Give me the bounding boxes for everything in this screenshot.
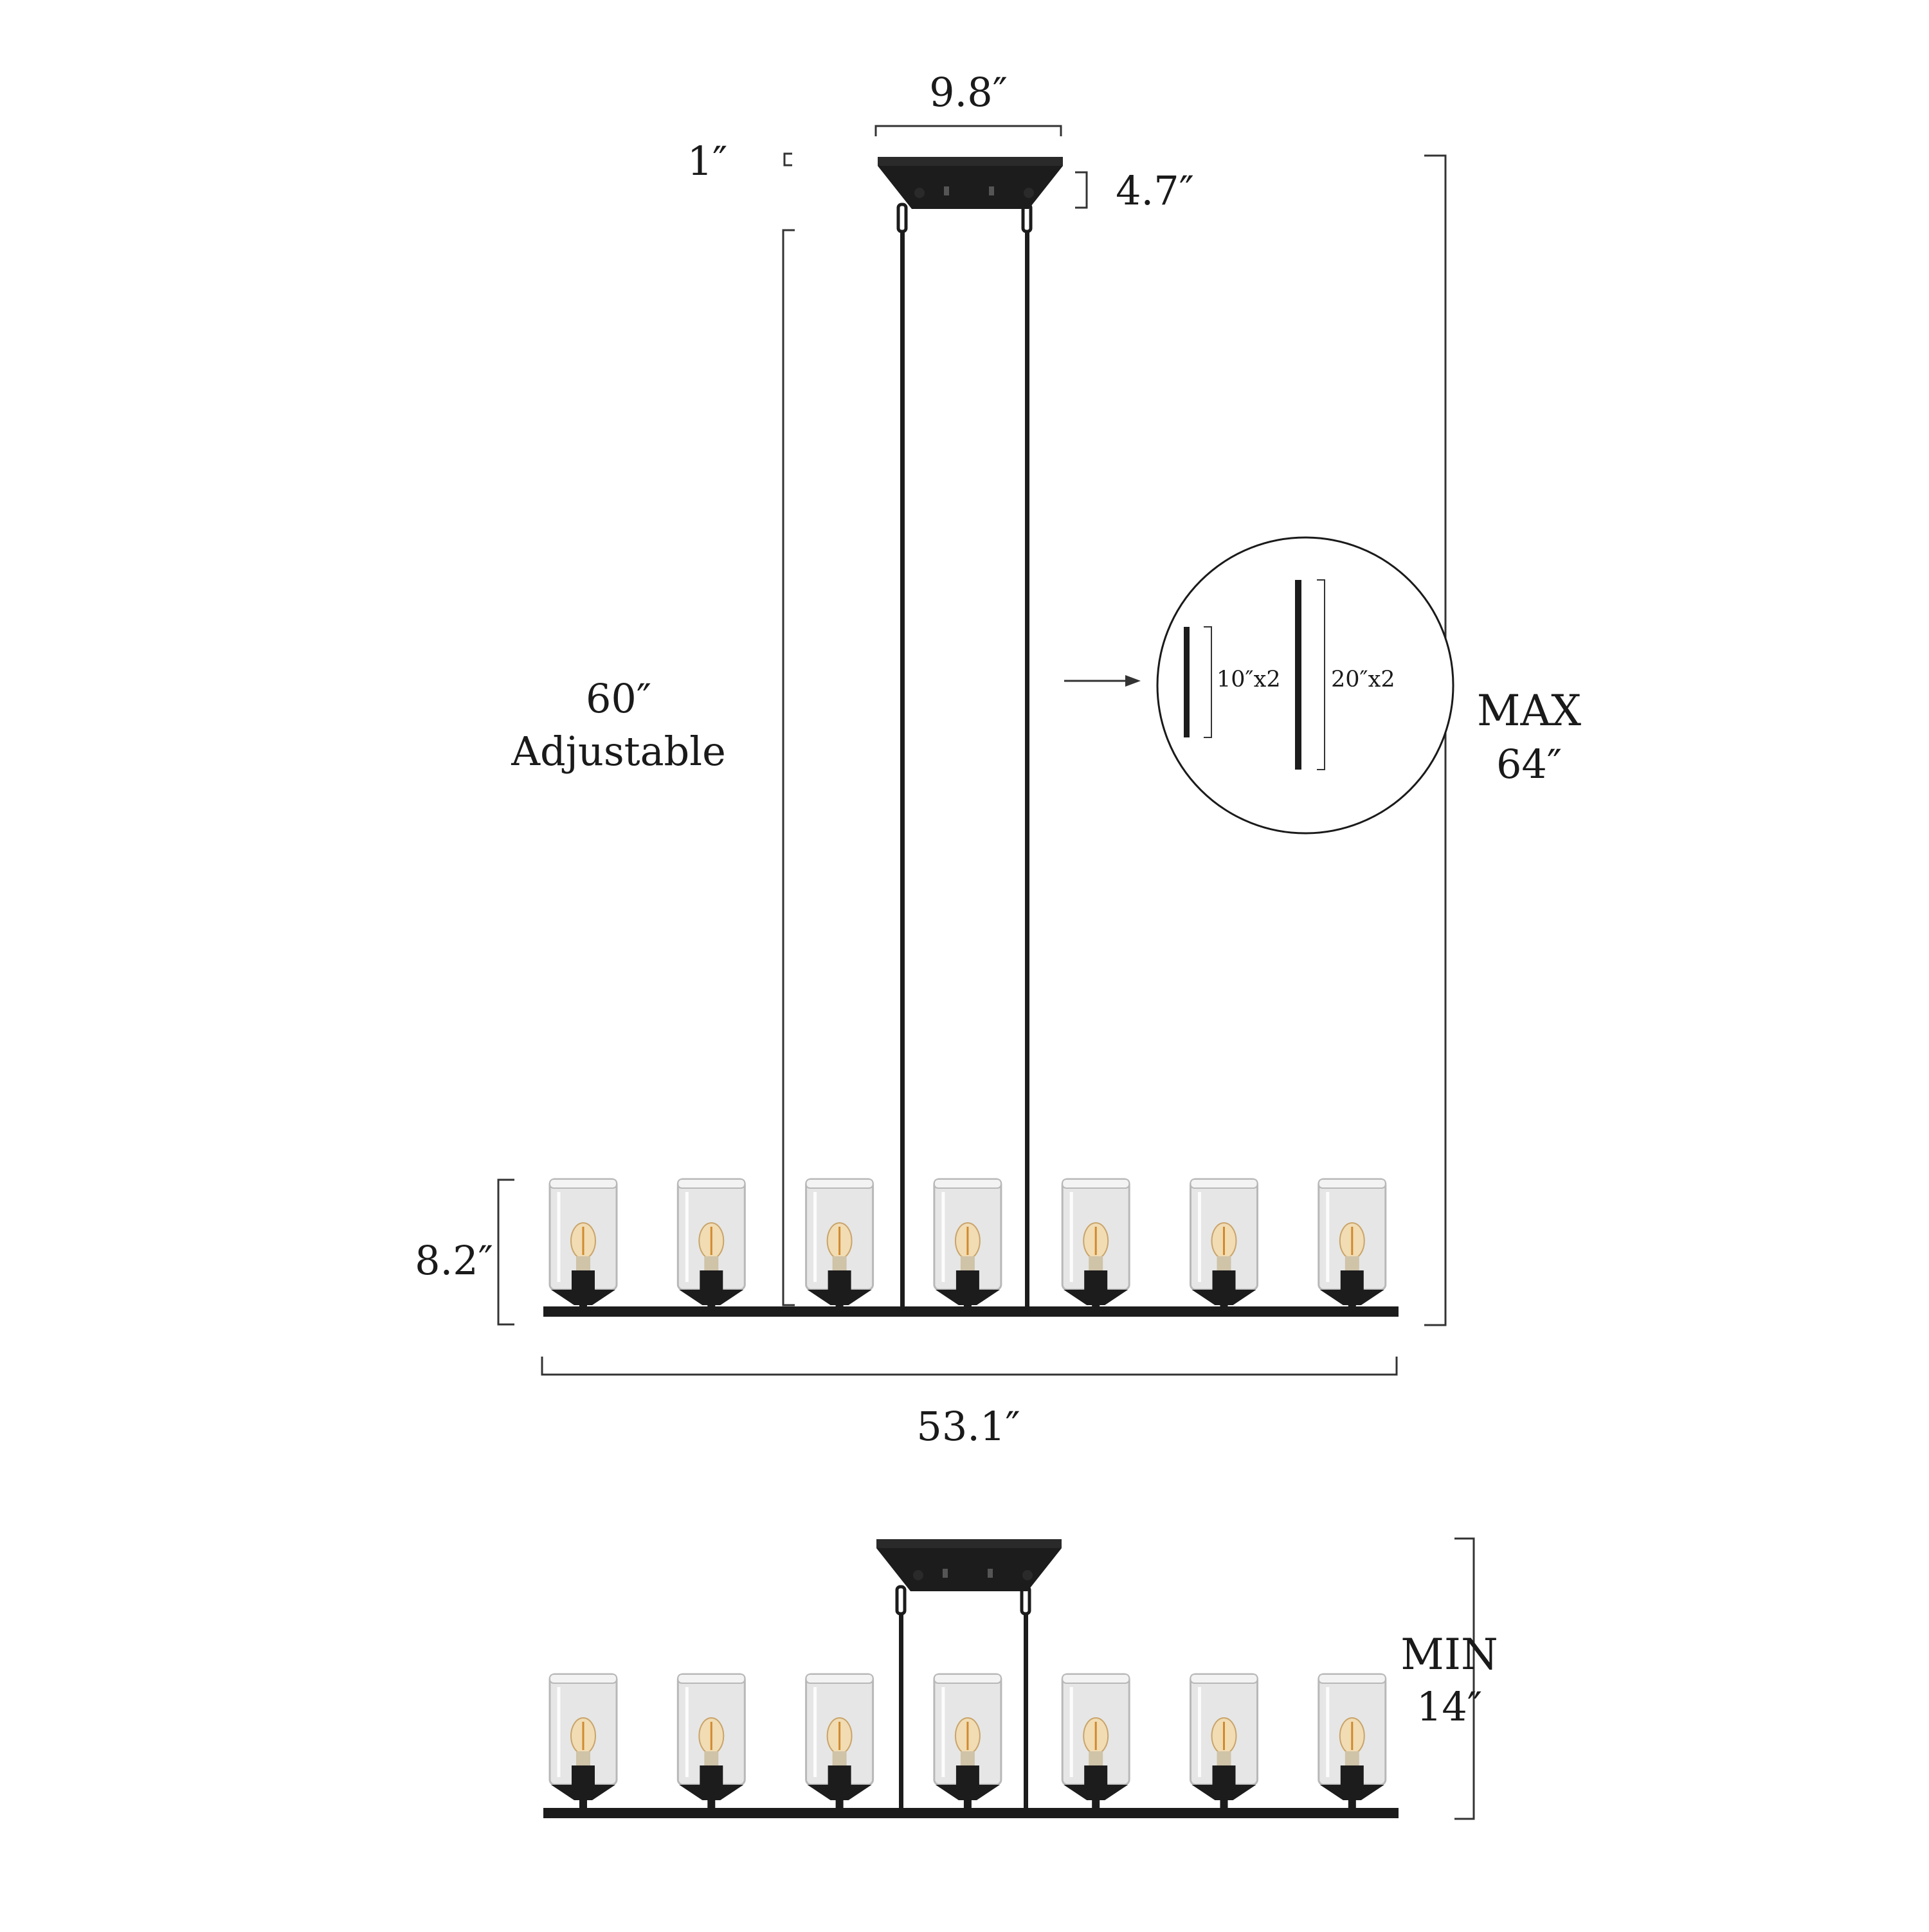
long-rod-icon [1295, 580, 1301, 770]
socket [1340, 1270, 1364, 1290]
rod-inset: 10″x2 20″x2 [1156, 536, 1454, 835]
socket [1212, 1270, 1236, 1290]
light-holder [1064, 1290, 1128, 1305]
fixture-bar-min [543, 1808, 1399, 1818]
long-rod-dimension [1317, 579, 1325, 770]
max-label: MAX [1477, 686, 1581, 736]
light-holder [1319, 1290, 1384, 1305]
light-holder [679, 1785, 744, 1800]
shade-height-label: 8.2″ [415, 1237, 493, 1284]
inset-circle [1156, 536, 1454, 835]
light-row-top [548, 1178, 1387, 1315]
short-rod-dimension [1204, 626, 1212, 738]
light-row-bottom [548, 1673, 1387, 1810]
socket [955, 1765, 979, 1785]
rod-short-label: 10″x2 [1217, 667, 1281, 692]
canopy-height-label: 4.7″ [1116, 167, 1194, 214]
canopy-small-height-label: 1″ [687, 138, 728, 185]
socket [828, 1765, 851, 1785]
max-value-label: 64″ [1496, 741, 1562, 788]
socket [828, 1270, 851, 1290]
rod-adjustable-label: Adjustable [511, 728, 726, 775]
light-holder [1191, 1785, 1256, 1800]
arrow-head-icon [1125, 675, 1141, 687]
socket [1084, 1270, 1108, 1290]
canopy-width-label: 9.8″ [929, 69, 1008, 116]
socket [572, 1765, 595, 1785]
rod-length-label: 60″ [586, 675, 651, 722]
fixture-bar [543, 1306, 1399, 1317]
socket [1340, 1765, 1364, 1785]
dimension-labels: 9.8″ 1″ 4.7″ 60″ Adjustable MAX 64″ 8.2″… [415, 69, 1581, 1730]
ceiling-canopy [878, 157, 1063, 209]
pendant-light [1190, 1178, 1258, 1315]
rod-long-label: 20″x2 [1331, 667, 1395, 692]
pendant-light [805, 1673, 874, 1810]
pendant-light [805, 1178, 874, 1315]
pendant-light [933, 1178, 1002, 1315]
socket [700, 1270, 723, 1290]
pendant-light [1318, 1178, 1387, 1315]
socket [1084, 1765, 1108, 1785]
light-holder [1064, 1785, 1128, 1800]
light-holder [807, 1785, 872, 1800]
pendant-light [548, 1178, 618, 1315]
pendant-light [548, 1673, 618, 1810]
light-holder [1319, 1785, 1384, 1800]
short-rod-icon [1184, 627, 1190, 737]
pendant-light [1061, 1178, 1130, 1315]
suspension-rods [896, 203, 1033, 1306]
ceiling-canopy-min [876, 1539, 1062, 1591]
socket [955, 1270, 979, 1290]
light-holder [935, 1785, 1000, 1800]
pendant-light [933, 1673, 1002, 1810]
socket [1212, 1765, 1236, 1785]
pendant-light [1190, 1673, 1258, 1810]
light-holder [551, 1785, 615, 1800]
light-holder [1191, 1290, 1256, 1305]
fixture-min-length [543, 1539, 1399, 1818]
pendant-light [1318, 1673, 1387, 1810]
min-value-label: 14″ [1417, 1683, 1482, 1730]
light-holder [807, 1290, 872, 1305]
pendant-light [676, 1178, 746, 1315]
suspension-rods-min [895, 1585, 1031, 1809]
pendant-light [1061, 1673, 1130, 1810]
min-label: MIN [1400, 1630, 1498, 1679]
pendant-light [676, 1673, 746, 1810]
light-holder [935, 1290, 1000, 1305]
light-holder [679, 1290, 744, 1305]
socket [700, 1765, 723, 1785]
fixture-width-label: 53.1″ [916, 1403, 1020, 1450]
dimension-lines [497, 125, 1475, 1820]
socket [572, 1270, 595, 1290]
fixture-max-length [543, 157, 1399, 1317]
light-holder [551, 1290, 615, 1305]
